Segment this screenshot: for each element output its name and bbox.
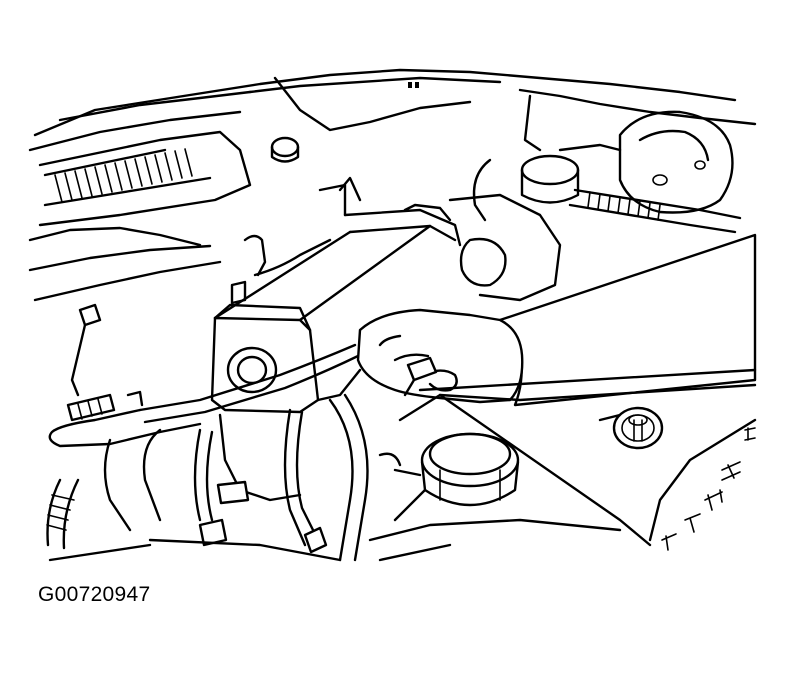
test-lead: [48, 343, 360, 448]
valve-cover-lettering: [661, 427, 756, 551]
fluid-reservoir: [558, 110, 734, 214]
technician-hand: [356, 233, 757, 407]
grille-slats: [54, 148, 193, 203]
engine-bay-line-drawing: [28, 68, 757, 562]
bracket-block: [403, 193, 562, 302]
detail-marks: [126, 82, 422, 477]
cowl-grille: [28, 130, 252, 302]
canister: [472, 154, 580, 222]
vacuum-lines: [70, 234, 332, 397]
ribbed-hose: [568, 188, 742, 234]
valve-cover: [398, 368, 757, 551]
spark-plug-wires: [193, 393, 369, 562]
engine-bay-illustration: [28, 68, 757, 562]
manufacturer-emblem: [612, 406, 664, 450]
oil-filler-cap: [393, 432, 520, 522]
intake-manifold: [48, 413, 622, 562]
hood-panel: [28, 68, 757, 152]
left-hose: [46, 478, 80, 550]
figure-id-label: G00720947: [38, 583, 151, 606]
hinge-cap: [270, 136, 300, 163]
